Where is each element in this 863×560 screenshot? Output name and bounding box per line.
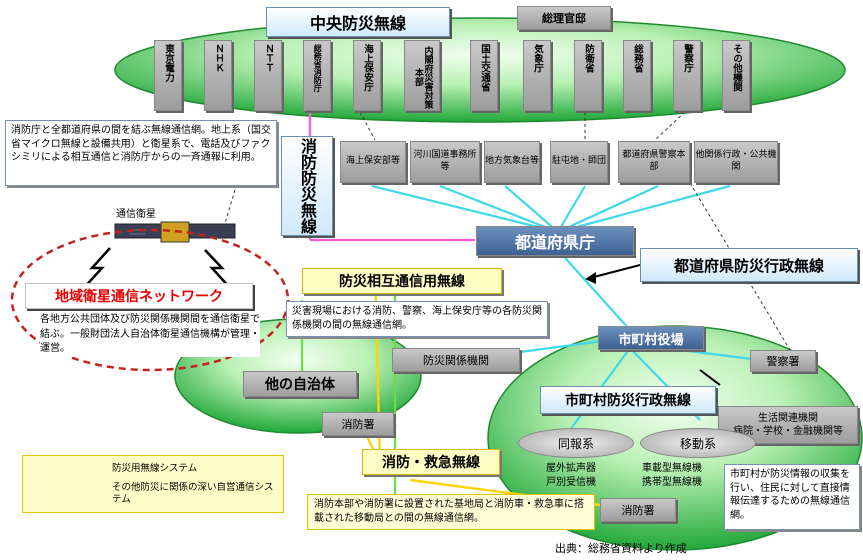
police-station-box: 警察署 — [750, 350, 816, 372]
agency-others: その他機関 — [722, 40, 750, 111]
prefectural-office-box: 都道府県庁 — [476, 226, 634, 256]
local-weather-office: 地方気象台等 — [484, 141, 540, 183]
satellite-network-title: 地域衛星通信ネットワーク — [25, 283, 253, 309]
satellite-network-note: 各地方公共団体及び防災関係機関間を通信衛星で結ぶ。一般財団法人自治体衛星通信機構… — [40, 313, 260, 357]
municipal-radio-title: 市町村防災行政無線 — [540, 386, 716, 414]
agency-mic: 総務省 — [623, 40, 651, 111]
local-coast-guard: 海上保安部等 — [340, 141, 406, 183]
agency-mlit: 国土交通省 — [470, 40, 498, 111]
broadcast-devices: 屋外拡声器 戸別受信機 — [546, 463, 596, 488]
local-prefectural-police: 都道府県警察本部 — [618, 141, 690, 183]
fire-station-box: 消防署 — [600, 498, 676, 522]
agency-ntt: ＮＴＴ — [254, 40, 282, 111]
disaster-agencies-box: 防災関係機関 — [392, 348, 520, 372]
central-radio-title: 中央防災無線 — [266, 7, 450, 37]
legend-panel — [22, 455, 284, 513]
municipal-radio-note: 市町村が防災情報の収集を行い、住民に対して直接情報伝達するための無線通信網。 — [724, 464, 860, 530]
fire-radio-note: 消防庁と全都道府県の間を結ぶ無線通信網。地上系（国交省マイクロ無線と設備共用）と… — [5, 120, 277, 186]
agency-jma: 気象庁 — [523, 40, 551, 111]
municipal-office-box: 市町村役場 — [598, 326, 704, 350]
agency-coast-guard: 海上保安庁 — [353, 40, 381, 111]
local-other-agencies: 他関係行政・公共機関 — [694, 141, 778, 183]
mobile-devices: 車載型無線機 携帯型無線機 — [642, 463, 702, 488]
source-credit: 出典：総務省資料より作成 — [555, 542, 687, 555]
local-river-office: 河川国道事務所等 — [410, 141, 480, 183]
legend-dashed-label: その他防災に関係の深い自営通信システム — [112, 482, 274, 506]
prefectural-radio-title: 都道府県防災行政無線 — [640, 248, 858, 282]
satellite-network-ellipse — [10, 228, 290, 372]
broadcast-system-disc: 同報系 — [518, 428, 634, 458]
mutual-radio-title: 防災相互通信用無線 — [302, 268, 502, 294]
mobile-system-disc: 移動系 — [640, 428, 756, 458]
agency-mod: 防衛省 — [574, 40, 602, 111]
satellite-label: 通信衛星 — [116, 209, 156, 220]
emergency-radio-title: 消防・救急無線 — [362, 449, 500, 475]
agency-nhk: ＮＨＫ — [204, 40, 232, 111]
local-garrison: 駐屯地・師団 — [550, 141, 608, 183]
agency-npa: 警察庁 — [673, 40, 701, 111]
fire-radio-label: 消防防災無線 — [281, 136, 333, 236]
cabinet-office-box: 総理官邸 — [517, 6, 611, 30]
mutual-radio-note: 災害現場における消防、警察、海上保安庁等の各防災関係機関の間の無線通信網。 — [286, 301, 548, 337]
emergency-radio-note: 消防本部や消防署に設置された基地局と消防車・救急車に搭載された移動局との間の無線… — [307, 494, 595, 530]
agency-cabinet-office: 内閣府災害対策本部 — [404, 40, 440, 111]
legend-solid-label: 防災用無線システム — [112, 463, 198, 474]
other-fire-station-box: 消防署 — [322, 412, 394, 436]
agency-tepco: 東京電力 — [154, 40, 182, 111]
other-municipality-box: 他の自治体 — [243, 371, 357, 397]
agency-fdma: 総務省消防庁 — [303, 40, 331, 111]
